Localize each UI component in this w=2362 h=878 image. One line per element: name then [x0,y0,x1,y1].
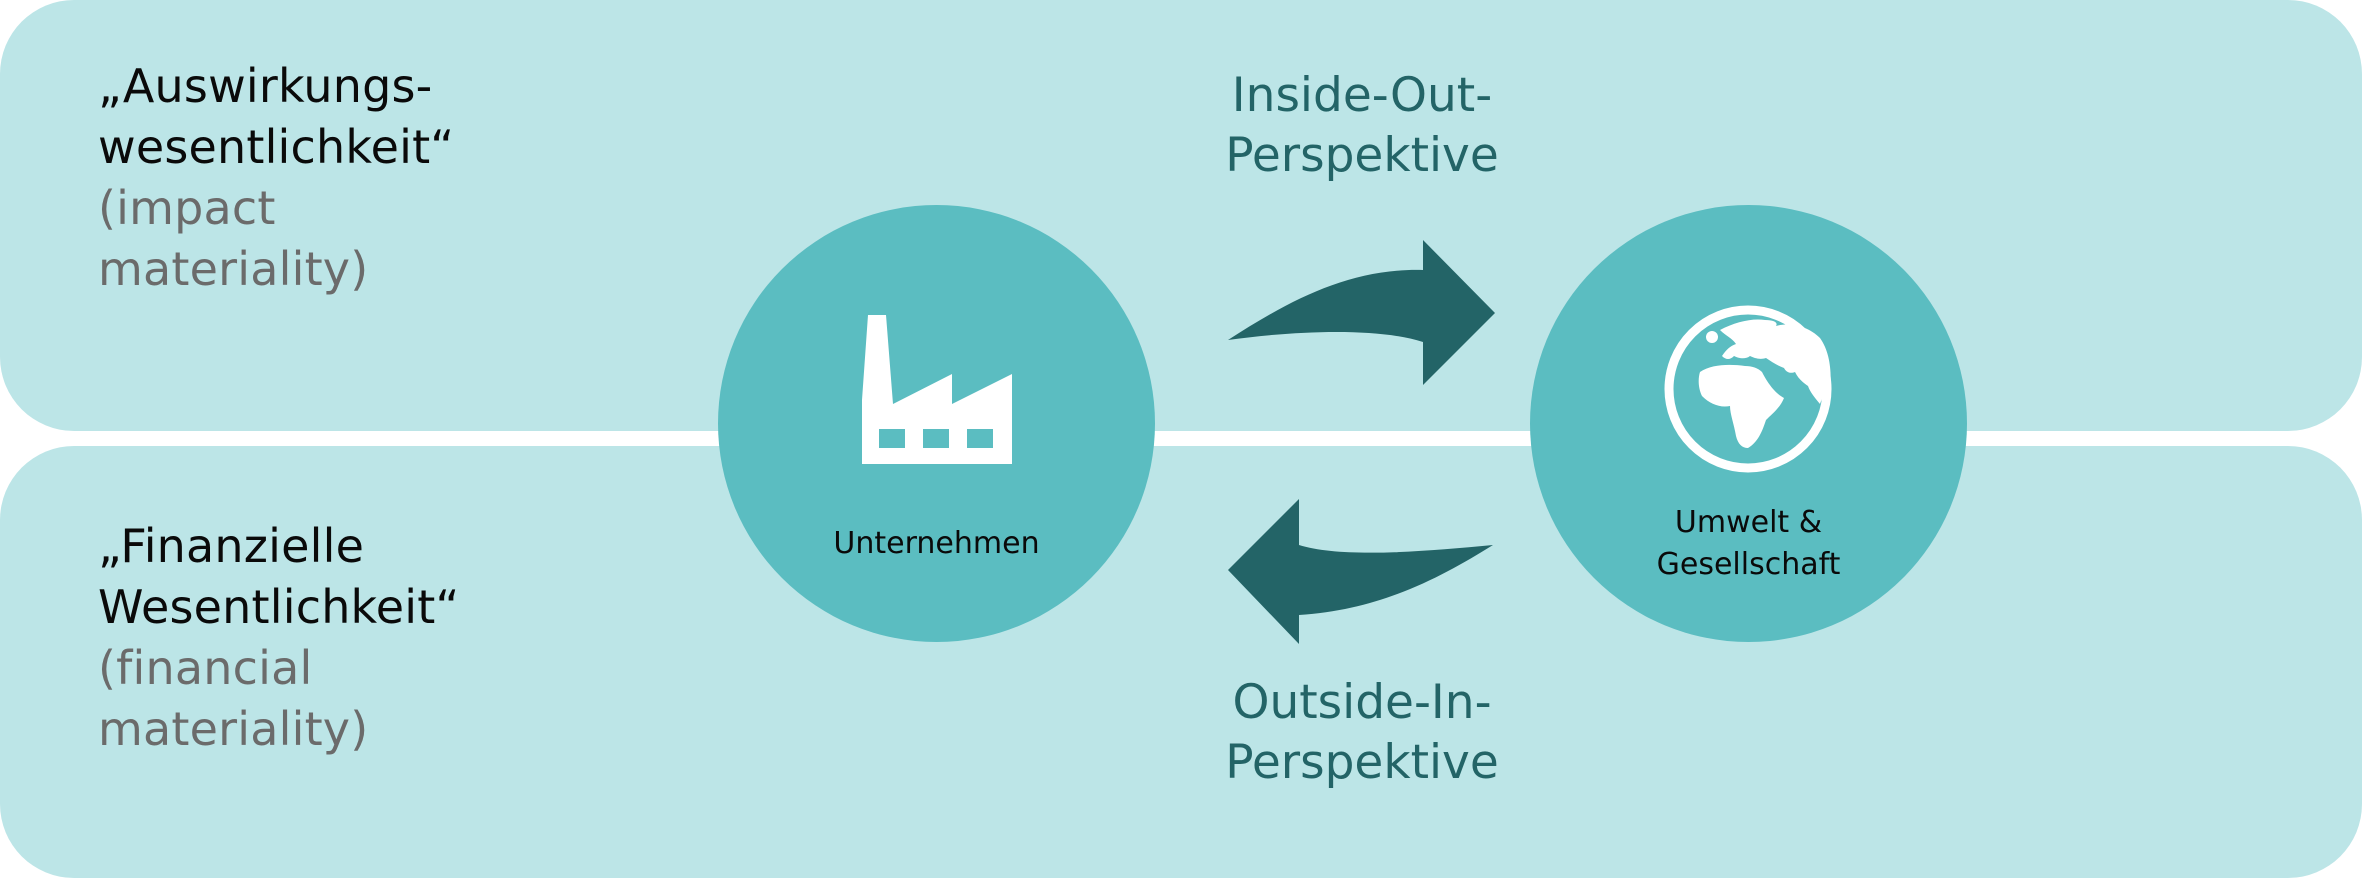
financial-materiality-title-line-1: „Finanzielle [98,519,365,573]
factory-window [879,429,905,448]
inside-out-label-line-2: Perspektive [1225,128,1499,183]
environment-society-label-line-2: Gesellschaft [1656,547,1841,582]
impact-materiality-title-line-1: „Auswirkungs- [98,59,433,113]
financial-materiality-subtitle-line-1: (financial [98,641,313,695]
company-node-label: Unternehmen [718,523,1155,565]
outside-in-label-line-1: Outside-In- [1232,675,1492,730]
impact-materiality-subtitle-line-1: (impact [98,181,276,235]
inside-out-perspective-label: Inside-Out- Perspektive [1152,66,1572,186]
financial-materiality-label: „Finanzielle Wesentlichkeit“ (financial … [98,516,460,760]
factory-icon [862,315,1012,464]
globe-icon [1664,305,1832,473]
environment-society-node-label: Umwelt & Gesellschaft [1530,502,1967,586]
factory-window [923,429,949,448]
impact-materiality-title-line-2: wesentlichkeit“ [98,120,455,174]
arrow-left-icon [1228,499,1493,644]
impact-materiality-label: „Auswirkungs- wesentlichkeit“ (impact ma… [98,56,454,300]
outside-in-label-line-2: Perspektive [1225,735,1499,790]
inside-out-label-line-1: Inside-Out- [1231,68,1493,123]
impact-materiality-subtitle-line-2: materiality) [98,242,369,296]
financial-materiality-subtitle-line-2: materiality) [98,702,369,756]
impact-materiality-band [0,0,2362,431]
financial-materiality-title-line-2: Wesentlichkeit“ [98,580,460,634]
environment-society-label-line-1: Umwelt & [1674,505,1823,540]
factory-window [967,429,993,448]
company-node-label-line-1: Unternehmen [833,526,1040,561]
financial-materiality-band [0,446,2362,878]
arrow-right-icon [1228,240,1495,385]
outside-in-perspective-label: Outside-In- Perspektive [1152,673,1572,793]
